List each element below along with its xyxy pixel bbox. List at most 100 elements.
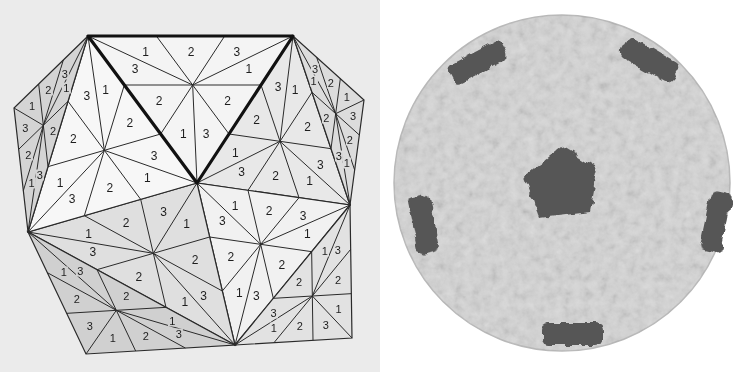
subunit-line xyxy=(43,36,88,125)
face-outline xyxy=(28,36,197,232)
subunit-line xyxy=(153,237,209,253)
subunit-number: 3 xyxy=(232,46,241,58)
subunit-line xyxy=(261,244,274,298)
subunit-number: 1 xyxy=(231,200,240,212)
subunit-number: 1 xyxy=(310,75,318,86)
subunit-number: 3 xyxy=(237,166,246,178)
subunit-number: 3 xyxy=(311,64,319,75)
subunit-number: 1 xyxy=(168,315,176,326)
subunit-number: 3 xyxy=(299,210,308,222)
subunit-number: 2 xyxy=(134,271,143,283)
subunit-number: 3 xyxy=(76,265,84,276)
subunit-number: 1 xyxy=(235,287,244,299)
subunit-line xyxy=(193,85,197,183)
subunit-line xyxy=(280,141,299,197)
subunit-line xyxy=(274,296,312,343)
subunit-number: 2 xyxy=(252,114,261,126)
subunit-number: 2 xyxy=(187,46,196,58)
subunit-number: 2 xyxy=(155,95,164,107)
subunit-line xyxy=(84,150,104,215)
subunit-number: 1 xyxy=(28,177,36,188)
subunit-number: 1 xyxy=(335,304,343,315)
subunit-line xyxy=(311,252,313,296)
subunit-line xyxy=(312,249,350,296)
face-outline xyxy=(293,36,364,205)
subunit-line xyxy=(261,244,312,251)
subunit-number: 2 xyxy=(122,290,130,301)
subunit-number: 3 xyxy=(61,68,69,79)
subunit-number: 1 xyxy=(270,322,278,333)
subunit-number: 1 xyxy=(143,172,152,184)
subunit-number: 3 xyxy=(175,329,183,340)
subunit-number: 1 xyxy=(28,100,36,111)
subunit-line xyxy=(273,296,312,298)
subunit-number: 2 xyxy=(295,277,303,288)
face-outline xyxy=(14,36,88,232)
subunit-line xyxy=(124,85,192,86)
subunit-number: 3 xyxy=(21,122,29,133)
subunit-number: 3 xyxy=(131,63,140,75)
subunit-number: 1 xyxy=(303,228,312,240)
dark-patches xyxy=(407,35,733,345)
subunit-line xyxy=(210,237,261,244)
subunit-line xyxy=(28,125,43,232)
highlighted-face xyxy=(88,36,293,183)
icosahedron-face xyxy=(28,232,235,354)
subunit-number: 2 xyxy=(69,133,78,145)
icosahedron-face xyxy=(28,36,197,232)
subunit-line xyxy=(331,114,336,149)
edge-patch xyxy=(446,38,509,86)
subunit-line xyxy=(280,141,331,148)
icosahedron-model xyxy=(14,36,364,354)
edge-patch xyxy=(407,192,441,255)
subunit-number: 2 xyxy=(278,259,287,271)
subunit-number: 2 xyxy=(142,331,150,342)
subunit-number: 3 xyxy=(252,290,261,302)
subunit-number: 2 xyxy=(223,95,232,107)
subunit-number: 1 xyxy=(141,46,150,58)
subunit-number: 1 xyxy=(343,157,351,168)
subunit-number: 2 xyxy=(296,321,304,332)
subunit-line xyxy=(336,114,350,205)
subunit-number: 2 xyxy=(346,134,354,145)
subunit-number: 2 xyxy=(49,126,57,137)
edge-patch xyxy=(699,190,733,253)
subunit-number: 1 xyxy=(182,218,191,230)
subunit-number: 2 xyxy=(327,78,335,89)
subunit-number: 2 xyxy=(191,254,200,266)
subunit-line xyxy=(248,190,261,244)
subunit-line xyxy=(43,101,68,125)
subunit-number: 2 xyxy=(303,121,312,133)
subunit-line xyxy=(104,150,140,199)
subunit-line xyxy=(293,36,336,114)
subunit-line xyxy=(222,244,260,291)
subunit-line xyxy=(28,232,116,310)
face-outline xyxy=(235,205,352,345)
subunit-number: 3 xyxy=(322,319,330,330)
subunit-number: 3 xyxy=(202,128,211,140)
subunit-line xyxy=(67,310,117,313)
subunit-number: 3 xyxy=(334,245,342,256)
subunit-number: 2 xyxy=(24,150,32,161)
subunit-line xyxy=(153,253,222,291)
subunit-number: 3 xyxy=(150,150,159,162)
edge-patch xyxy=(542,323,602,345)
subunit-line xyxy=(248,141,280,190)
subunit-number: 2 xyxy=(271,170,280,182)
subunit-line xyxy=(312,205,350,296)
subunit-line xyxy=(280,92,312,141)
subunit-number: 3 xyxy=(349,111,357,122)
subunit-number: 1 xyxy=(321,245,329,256)
subunit-number: 3 xyxy=(36,169,44,180)
pentamer-patch xyxy=(524,146,598,218)
icosahedron-face xyxy=(14,36,88,232)
subunit-number: 3 xyxy=(159,206,168,218)
subunit-line xyxy=(116,310,235,345)
subunit-number: 1 xyxy=(180,296,189,308)
subunit-line xyxy=(47,273,116,311)
subunit-number: 1 xyxy=(62,82,70,93)
subunit-line xyxy=(141,199,154,253)
subunit-line xyxy=(116,310,135,351)
